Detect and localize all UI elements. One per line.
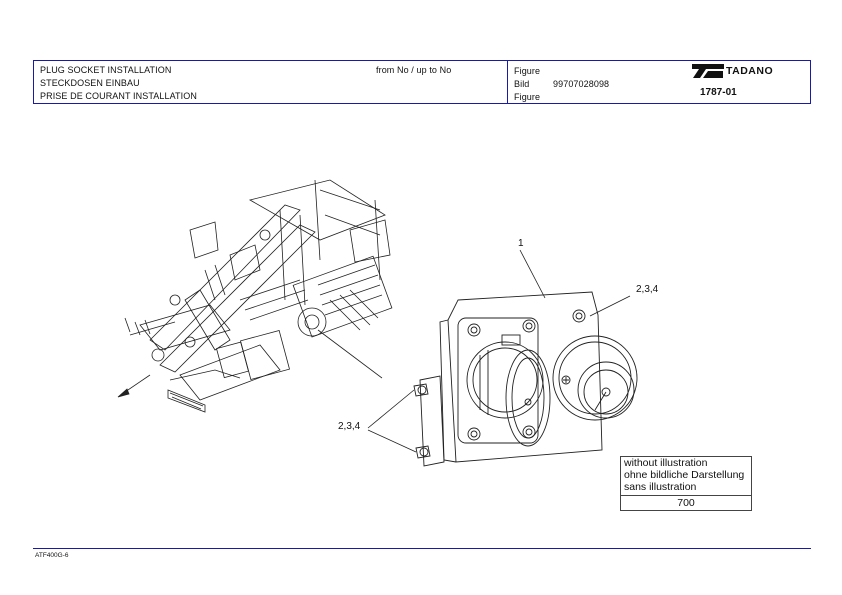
note-line-de: ohne bildliche Darstellung (624, 469, 745, 481)
callout-items-left: 2,3,4 (338, 421, 361, 432)
figure-label-en: Figure (514, 66, 541, 76)
footer-rule (33, 548, 811, 549)
direction-arrow (117, 374, 151, 398)
callout-item-1: 1 (518, 238, 524, 249)
tadano-logo-icon (692, 64, 724, 78)
title-french: PRISE DE COURANT INSTALLATION (40, 91, 197, 101)
header-divider (507, 61, 508, 103)
figure-label-de: Bild (514, 79, 530, 89)
title-english: PLUG SOCKET INSTALLATION (40, 65, 172, 75)
part-number: 99707028098 (553, 79, 610, 89)
figure-label-fr: Figure (514, 92, 541, 102)
note-box: without illustration ohne bildliche Dars… (620, 456, 752, 511)
serial-range: from No / up to No (376, 65, 452, 75)
socket-assembly (413, 291, 638, 467)
crane-chassis-illustration (124, 179, 393, 413)
detail-leader (317, 329, 383, 379)
figure-number: 1787-01 (700, 87, 737, 98)
note-item-number: 700 (677, 497, 695, 509)
brand-name: TADANO (726, 65, 774, 77)
title-german: STECKDOSEN EINBAU (40, 78, 140, 88)
footer-code: ATF400G-6 (35, 552, 69, 559)
callout-leaders (367, 249, 631, 453)
note-divider (621, 495, 751, 496)
callout-items-top: 2,3,4 (636, 284, 659, 295)
note-line-fr: sans illustration (624, 481, 697, 493)
title-block: PLUG SOCKET INSTALLATION STECKDOSEN EINB… (33, 60, 811, 104)
note-line-en: without illustration (624, 457, 708, 469)
